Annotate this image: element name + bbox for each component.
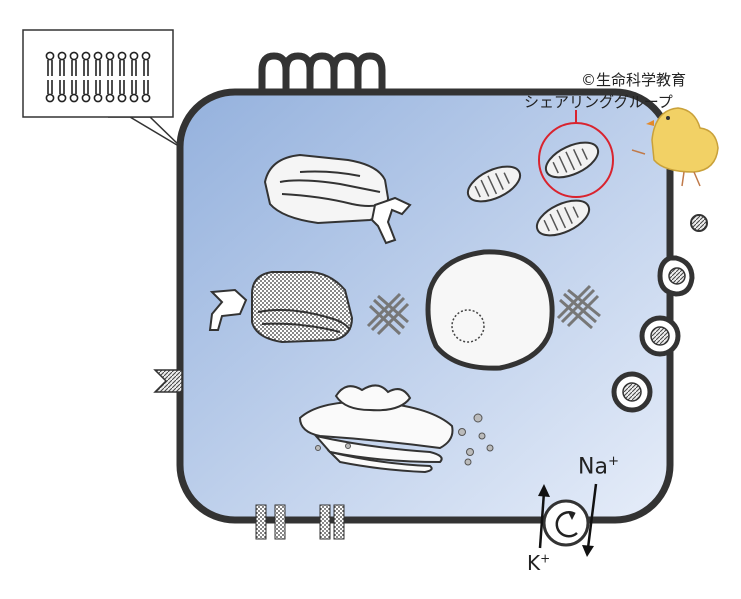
rough-er-top	[263, 153, 412, 245]
mitochondrion-1	[466, 165, 522, 203]
potassium-ion-label: K+	[527, 551, 550, 575]
credit-line-1: ©生命科学教育	[581, 71, 687, 89]
nucleolus	[451, 309, 485, 343]
credit-line-2: シェアリンググループ	[524, 93, 673, 111]
rough-er-ribosomes	[208, 270, 354, 344]
microvilli	[258, 52, 386, 92]
ion-flow-arrows	[538, 483, 598, 557]
golgi-apparatus	[298, 384, 454, 474]
cytoskeleton-left	[366, 292, 410, 336]
golgi-vesicles	[315, 413, 494, 466]
sodium-symbol: Na	[578, 454, 608, 480]
mitochondrion-2	[544, 141, 600, 179]
chick-mascot-icon	[631, 107, 719, 187]
sodium-potassium-pump	[542, 499, 590, 547]
sodium-charge: +	[607, 454, 620, 469]
sodium-ion-label: Na+	[578, 454, 619, 479]
potassium-charge: +	[540, 551, 551, 566]
cytoskeleton-right	[556, 284, 601, 330]
lipid-bilayer-callout	[22, 29, 183, 149]
membrane-receptor	[153, 369, 183, 393]
secretory-vesicles	[611, 214, 708, 413]
potassium-symbol: K	[527, 551, 541, 575]
membrane-channels	[255, 504, 345, 540]
mitochondrion-3	[535, 199, 591, 237]
lipid-bilayer-icon	[45, 51, 151, 103]
nucleus	[425, 249, 555, 371]
